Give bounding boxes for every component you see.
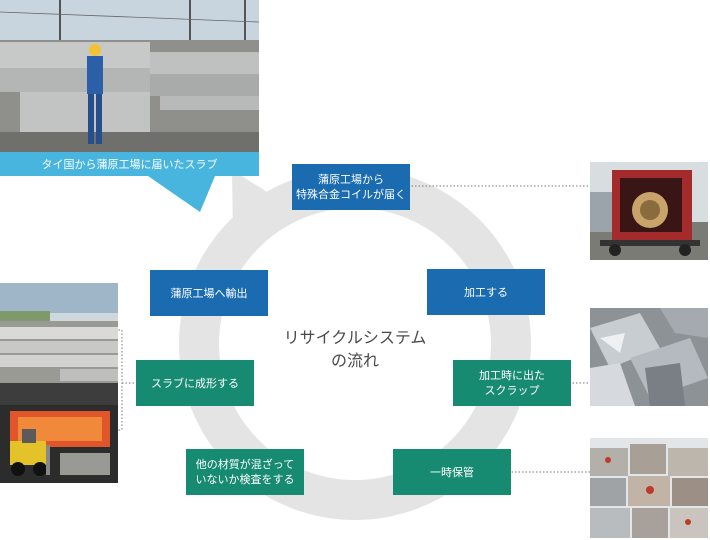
photo-scrap-pile [590, 308, 708, 406]
photo-coil-truck [590, 162, 708, 260]
photo-slab-storage [0, 283, 118, 383]
caption-pointer [148, 176, 215, 212]
step-temporary-storage: 一時保管 [393, 449, 511, 495]
cycle-arrowhead-shape [232, 170, 285, 238]
step-process: 加工する [427, 269, 545, 315]
photo-forklift-furnace [0, 383, 118, 483]
cycle-arrowhead [232, 170, 285, 238]
step-scrap: 加工時に出た スクラップ [453, 360, 571, 406]
photo-bales [590, 438, 708, 538]
step-export: 蒲原工場へ輸出 [150, 270, 268, 316]
step-inspection: 他の材質が混ざって いないか検査をする [186, 449, 304, 495]
photo-slab-yard [0, 0, 259, 152]
step-form-slab: スラブに成形する [136, 360, 254, 406]
center-title: リサイクルシステム の流れ [283, 328, 427, 370]
step-coil-arrives: 蒲原工場から 特殊合金コイルが届く [292, 164, 410, 210]
photo-caption: タイ国から蒲原工場に届いたスラブ [0, 152, 259, 176]
